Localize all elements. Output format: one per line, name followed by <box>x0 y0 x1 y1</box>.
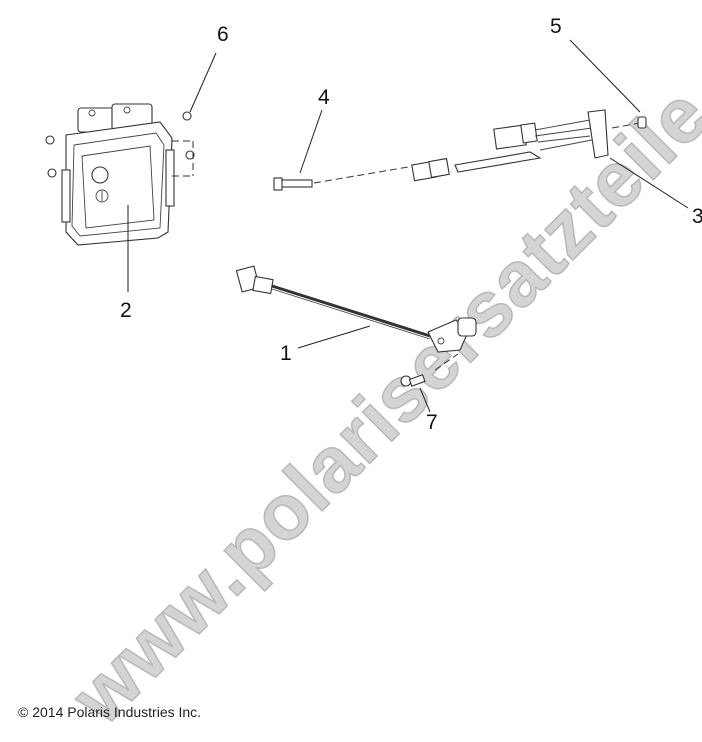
callout-3: 3 <box>692 205 702 228</box>
copyright-notice: © 2014 Polaris Industries Inc. <box>18 704 202 720</box>
wiring-harness-drawing <box>411 109 647 182</box>
leader-lines <box>127 39 689 413</box>
callout-5: 5 <box>550 15 562 38</box>
sensor-drawing <box>235 265 477 387</box>
callout-7: 7 <box>426 411 438 434</box>
callout-4: 4 <box>318 86 330 109</box>
callout-6: 6 <box>217 23 229 46</box>
ecu-module-drawing <box>61 103 175 246</box>
callout-2: 2 <box>120 299 132 322</box>
callout-1: 1 <box>280 342 292 365</box>
bolt-drawing <box>273 164 421 191</box>
ecu-screws-drawing <box>45 111 195 178</box>
